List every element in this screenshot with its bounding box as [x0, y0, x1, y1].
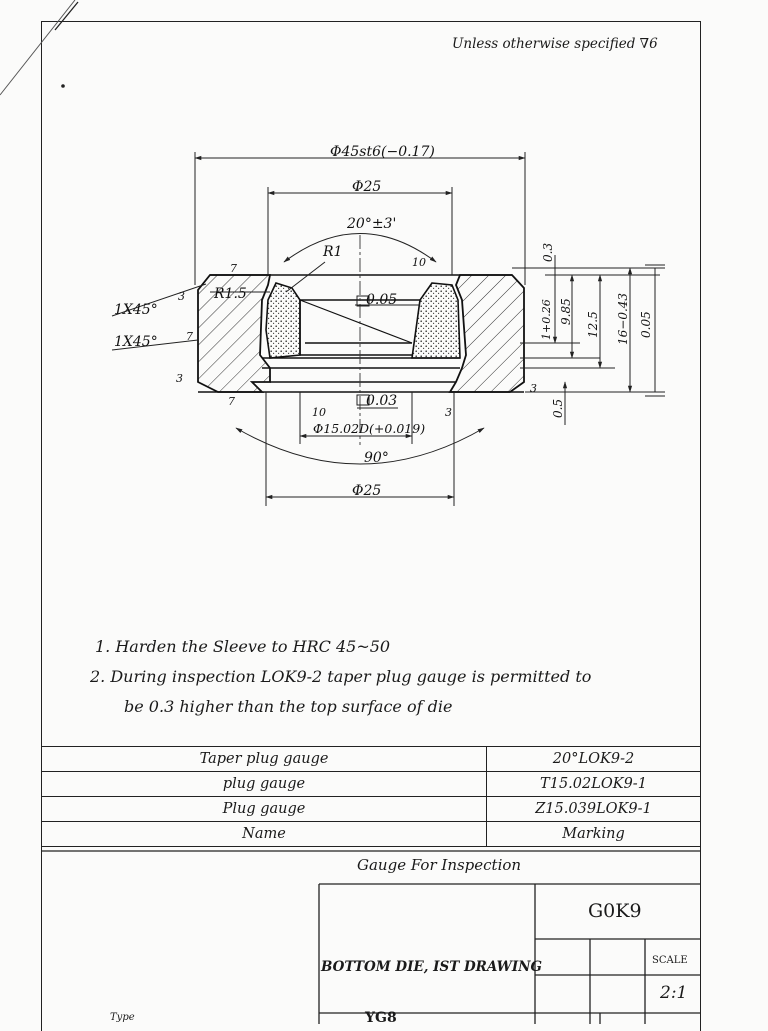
dim-taper-angle: 20°±3' — [346, 216, 396, 232]
leader-chamfer-side — [111, 339, 199, 351]
dim-runout-top: 0.05 — [366, 292, 397, 308]
dim-top-bore: Φ25 — [352, 179, 381, 195]
drawing-sheet-frame — [41, 21, 701, 1031]
table-row: Plug gauge Z15.039LOK9-1 — [41, 796, 701, 822]
dim-cone-angle: 90° — [364, 450, 389, 466]
finish-mark: 7 — [186, 330, 193, 343]
dim-height-total: 16−0.43 — [616, 293, 630, 345]
finish-mark: 7 — [228, 395, 235, 408]
ink-dot — [61, 84, 65, 88]
finish-mark: 10 — [412, 256, 426, 269]
gauge-marking-cell: T15.02LOK9-1 — [486, 771, 701, 797]
bore-outline — [198, 274, 524, 393]
table-row: Name Marking — [41, 821, 701, 847]
drawing-code: G0K9 — [588, 900, 642, 922]
dim-height-03: 0.3 — [541, 243, 555, 262]
table-row: plug gauge T15.02LOK9-1 — [41, 771, 701, 797]
drawing-title: BOTTOM DIE, IST DRAWING — [321, 959, 543, 975]
note-hardening: 1. Harden the Sleeve to HRC 45~50 — [95, 637, 391, 656]
die-right-section — [411, 274, 525, 393]
gauge-name-cell: Plug gauge — [41, 796, 487, 822]
dim-height-1: 1+0.26 — [540, 299, 553, 340]
carbide-insert-left — [265, 282, 301, 359]
sheet-corner-line — [0, 0, 76, 96]
sheet-corner-line — [54, 1, 79, 31]
title-block-fragment: YG8 — [365, 1010, 397, 1026]
gauge-caption: Gauge For Inspection — [357, 856, 522, 874]
gauge-marking-cell: Z15.039LOK9-1 — [486, 796, 701, 822]
dim-outer-diameter: Φ45st6(−0.17) — [330, 144, 435, 160]
note-inspection-continued: be 0.3 higher than the top surface of di… — [124, 697, 453, 716]
carbide-insert-right — [411, 282, 461, 359]
dim-radius-r15: R1.5 — [213, 286, 247, 302]
finish-mark: 3 — [530, 382, 537, 395]
runout-frame-top — [356, 295, 370, 307]
dim-height-985: 9.85 — [559, 298, 573, 325]
dim-arc-cone-angle — [235, 427, 485, 465]
finish-mark: 10 — [312, 406, 326, 419]
gauge-marking-cell: 20°LOK9-2 — [486, 746, 701, 772]
die-left-section — [197, 274, 301, 393]
dim-radius-r1: R1 — [322, 244, 342, 260]
general-surface-finish-note: Unless otherwise specified ∇6 — [452, 36, 658, 52]
dim-bottom-bore: Φ25 — [352, 483, 381, 499]
dim-flatness: 0.05 — [639, 311, 653, 338]
dim-bore-diameter: Φ15.02D(+0.019) — [313, 421, 425, 436]
dim-runout-bottom: 0.03 — [366, 393, 397, 409]
runout-frame-bottom — [356, 394, 370, 406]
gauge-name-cell: plug gauge — [41, 771, 487, 797]
title-block-frame — [41, 850, 701, 1024]
finish-mark: 3 — [176, 372, 183, 385]
note-inspection: 2. During inspection LOK9-2 taper plug g… — [90, 667, 592, 686]
dim-step: 0.5 — [551, 399, 565, 418]
leader-chamfer-top — [111, 283, 207, 317]
leader-radius-r1 — [285, 261, 326, 293]
stamp-fragment: Type — [110, 1012, 135, 1023]
gauge-table: Taper plug gauge 20°LOK9-2 plug gauge T1… — [41, 746, 701, 847]
dim-arc-taper-angle — [283, 233, 437, 263]
scale-value: 2:1 — [660, 983, 688, 1003]
dim-height-125: 12.5 — [586, 311, 600, 338]
finish-mark: 3 — [445, 406, 452, 419]
dim-chamfer-top: 1X45° — [114, 302, 158, 318]
gauge-name-header: Name — [41, 821, 487, 847]
finish-mark: 7 — [230, 262, 237, 275]
table-row: Taper plug gauge 20°LOK9-2 — [41, 746, 701, 772]
gauge-name-cell: Taper plug gauge — [41, 746, 487, 772]
dim-chamfer-side: 1X45° — [114, 334, 158, 350]
finish-mark: 3 — [178, 290, 185, 303]
gauge-marking-header: Marking — [486, 821, 701, 847]
scale-label: SCALE — [652, 955, 688, 966]
